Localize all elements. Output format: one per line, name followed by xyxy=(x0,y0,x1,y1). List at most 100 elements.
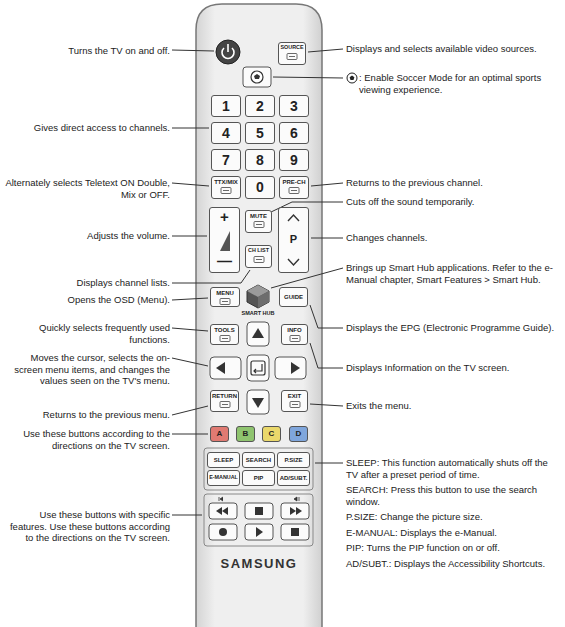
leader-line xyxy=(172,515,202,516)
button-label: — xyxy=(217,253,232,269)
callout-text: Displays Information on the TV screen. xyxy=(346,362,560,374)
callout-text: Adjusts the volume. xyxy=(4,230,170,242)
callout-text: Displays and selects available video sou… xyxy=(346,43,560,55)
remote-button: E-MANUAL xyxy=(207,470,240,486)
button-label: MUTE xyxy=(250,213,267,219)
leader-line xyxy=(311,238,343,239)
callout-text: SEARCH: Press this button to use the sea… xyxy=(346,484,560,507)
button-label: A xyxy=(217,430,223,438)
button-icon xyxy=(219,401,231,408)
button-label: 8 xyxy=(256,153,264,168)
remote-button: PIP xyxy=(242,470,275,486)
power-button xyxy=(216,40,240,64)
button-label: INFO xyxy=(287,327,301,333)
remote-button: EXIT xyxy=(281,390,308,412)
leader-line xyxy=(311,183,343,186)
callout-text: Use these buttons with specific features… xyxy=(4,509,170,544)
button-icon xyxy=(253,256,265,263)
callout-text: : Enable Soccer Mode for an optimal spor… xyxy=(359,72,560,95)
remote-button: CH LIST xyxy=(245,245,272,268)
remote-button: 9 xyxy=(279,149,309,171)
leader-line xyxy=(172,50,214,51)
leader-line xyxy=(172,183,209,186)
button-label: AD/SUBT. xyxy=(280,475,308,481)
remote-button: GUIDE xyxy=(279,287,308,307)
soccer-button xyxy=(243,67,271,87)
button-icon xyxy=(289,335,301,342)
button-icon xyxy=(289,401,301,408)
function-group-frame xyxy=(204,448,313,490)
color-button: C xyxy=(262,426,281,442)
remote-button: 2 xyxy=(245,95,275,117)
button-icon xyxy=(220,187,232,194)
callout-text: P.SIZE: Change the picture size. xyxy=(346,511,560,523)
remote-button: PRE-CH xyxy=(279,176,309,199)
callout-text: Displays channel lists. xyxy=(4,277,170,289)
button-label: E-MANUAL xyxy=(209,475,238,481)
remote-button: MUTE xyxy=(245,210,272,233)
leader-line xyxy=(273,77,343,78)
leader-line xyxy=(172,236,207,237)
button-label: SOURCE xyxy=(280,45,303,51)
callout-text: Opens the OSD (Menu). xyxy=(4,294,170,306)
remote-button: 7 xyxy=(211,149,241,171)
volume-rocker: +— xyxy=(209,207,240,273)
brand-name: SAMSUNG xyxy=(196,557,322,571)
color-button: B xyxy=(236,426,255,442)
leader-line xyxy=(172,358,208,366)
volume-ramp xyxy=(218,230,232,252)
leader-line xyxy=(315,463,343,464)
callout-text: Turns the TV on and off. xyxy=(4,45,170,57)
button-label: 7 xyxy=(222,153,230,168)
color-button: D xyxy=(289,426,308,442)
button-icon xyxy=(219,298,231,305)
leader-line xyxy=(172,298,208,300)
button-label: SEARCH xyxy=(246,457,271,463)
remote-housing xyxy=(196,4,322,627)
remote-button: TTX/MIX xyxy=(211,176,241,199)
button-label: 4 xyxy=(222,126,230,141)
remote-button: 6 xyxy=(279,122,309,144)
remote-button: SEARCH xyxy=(242,452,275,468)
remote-button: AD/SUBT. xyxy=(277,470,310,486)
button-label: PIP xyxy=(254,475,264,481)
callout-text: AD/SUBT.: Displays the Accessibility Sho… xyxy=(346,558,560,570)
media-buttons xyxy=(209,503,309,540)
button-label: D xyxy=(296,430,302,438)
callout-text: Exits the menu. xyxy=(346,400,560,412)
remote-button: 3 xyxy=(279,95,309,117)
button-icon xyxy=(253,221,265,228)
callout-text: Use these buttons according to the direc… xyxy=(4,428,170,451)
button-label: GUIDE xyxy=(284,294,303,300)
leader-line xyxy=(172,434,208,435)
callout-text: Quickly selects frequently used function… xyxy=(4,322,170,345)
callout-text: Changes channels. xyxy=(346,232,560,244)
leader-line xyxy=(310,343,343,368)
callout-text: Returns to the previous channel. xyxy=(346,177,560,189)
button-label: + xyxy=(220,209,229,225)
remote-button: MENU xyxy=(210,287,240,307)
remote-button: TOOLS xyxy=(210,324,239,345)
remote-body: SAMSUNGSOURCE123456789TTX/MIX0PRE-CH+—MU… xyxy=(196,4,322,627)
callout-text: Gives direct access to channels. xyxy=(4,122,170,134)
media-symbols xyxy=(216,497,302,537)
soccer-icon xyxy=(347,73,357,83)
button-label: 0 xyxy=(256,180,264,195)
leader-line xyxy=(172,328,208,331)
callout-text: Alternately selects Teletext ON Double, … xyxy=(4,177,170,200)
button-label: 1 xyxy=(222,99,230,114)
button-label: MENU xyxy=(216,290,234,296)
button-label: 9 xyxy=(290,153,298,168)
button-label: 5 xyxy=(256,126,264,141)
button-label: EXIT xyxy=(288,393,301,399)
button-label: 3 xyxy=(290,99,298,114)
leader-line xyxy=(172,406,208,415)
button-icon xyxy=(288,187,300,194)
leader-line xyxy=(310,404,343,406)
remote-button: RETURN xyxy=(210,390,239,412)
remote-button: 4 xyxy=(211,122,241,144)
smart-hub-cube xyxy=(245,284,271,309)
remote-button: 8 xyxy=(245,149,275,171)
button-label: RETURN xyxy=(212,393,237,399)
remote-button: SOURCE xyxy=(278,42,306,65)
